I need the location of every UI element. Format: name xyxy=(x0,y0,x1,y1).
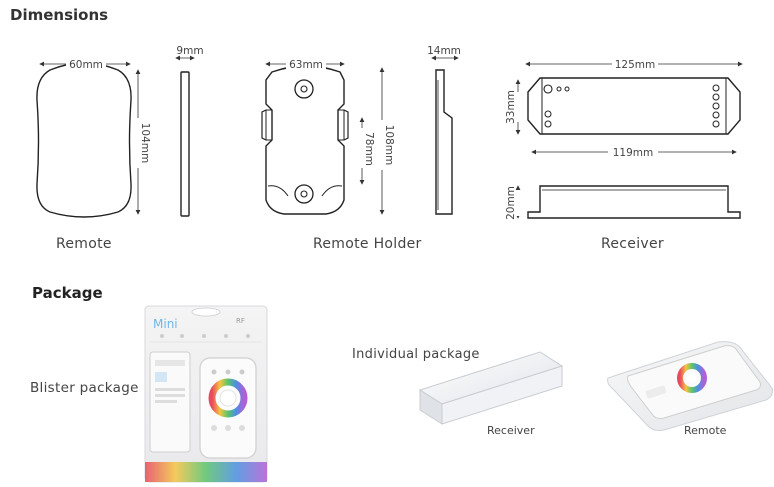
receiver-package-label: Receiver xyxy=(487,424,535,437)
dimension-drawings: 60mm 104mm 9mm 63mm 78mm 108mm xyxy=(36,45,743,220)
holder-front-drawing: 63mm 78mm 108mm xyxy=(261,58,395,215)
remote-side-drawing: 9mm xyxy=(175,45,204,217)
remote-thickness-label: 9mm xyxy=(176,45,203,57)
individual-label: Individual package xyxy=(352,347,480,362)
receiver-height-label: 33mm xyxy=(505,90,517,124)
holder-inner-height-label: 78mm xyxy=(363,132,375,166)
holder-width-label: 63mm xyxy=(289,59,323,71)
receiver-box-image xyxy=(418,351,564,425)
receiver-mount-label: 119mm xyxy=(613,147,654,159)
holder-height-label: 108mm xyxy=(383,125,395,166)
remote-bag-image xyxy=(607,341,773,431)
receiver-side-drawing: 20mm xyxy=(505,185,741,220)
remote-package-label: Remote xyxy=(684,424,727,437)
holder-thickness-label: 14mm xyxy=(427,45,461,57)
holder-caption: Remote Holder xyxy=(313,236,422,252)
remote-width-label: 60mm xyxy=(69,59,103,71)
blister-tag-text: RF xyxy=(236,317,245,325)
remote-front-drawing: 60mm 104mm xyxy=(36,58,151,218)
dimensions-heading: Dimensions xyxy=(10,6,109,24)
remote-caption: Remote xyxy=(56,236,112,252)
blister-label: Blister package xyxy=(30,380,139,396)
receiver-top-drawing: 125mm 33mm 119mm xyxy=(505,58,743,159)
blister-brand-text: Mini xyxy=(153,317,178,331)
receiver-caption: Receiver xyxy=(601,236,664,252)
blister-package-image: Mini RF xyxy=(144,305,268,483)
holder-side-drawing: 14mm xyxy=(427,45,461,215)
package-heading: Package xyxy=(32,284,103,302)
remote-height-label: 104mm xyxy=(139,123,151,164)
receiver-width-label: 125mm xyxy=(615,59,656,71)
receiver-depth-label: 20mm xyxy=(505,186,517,220)
